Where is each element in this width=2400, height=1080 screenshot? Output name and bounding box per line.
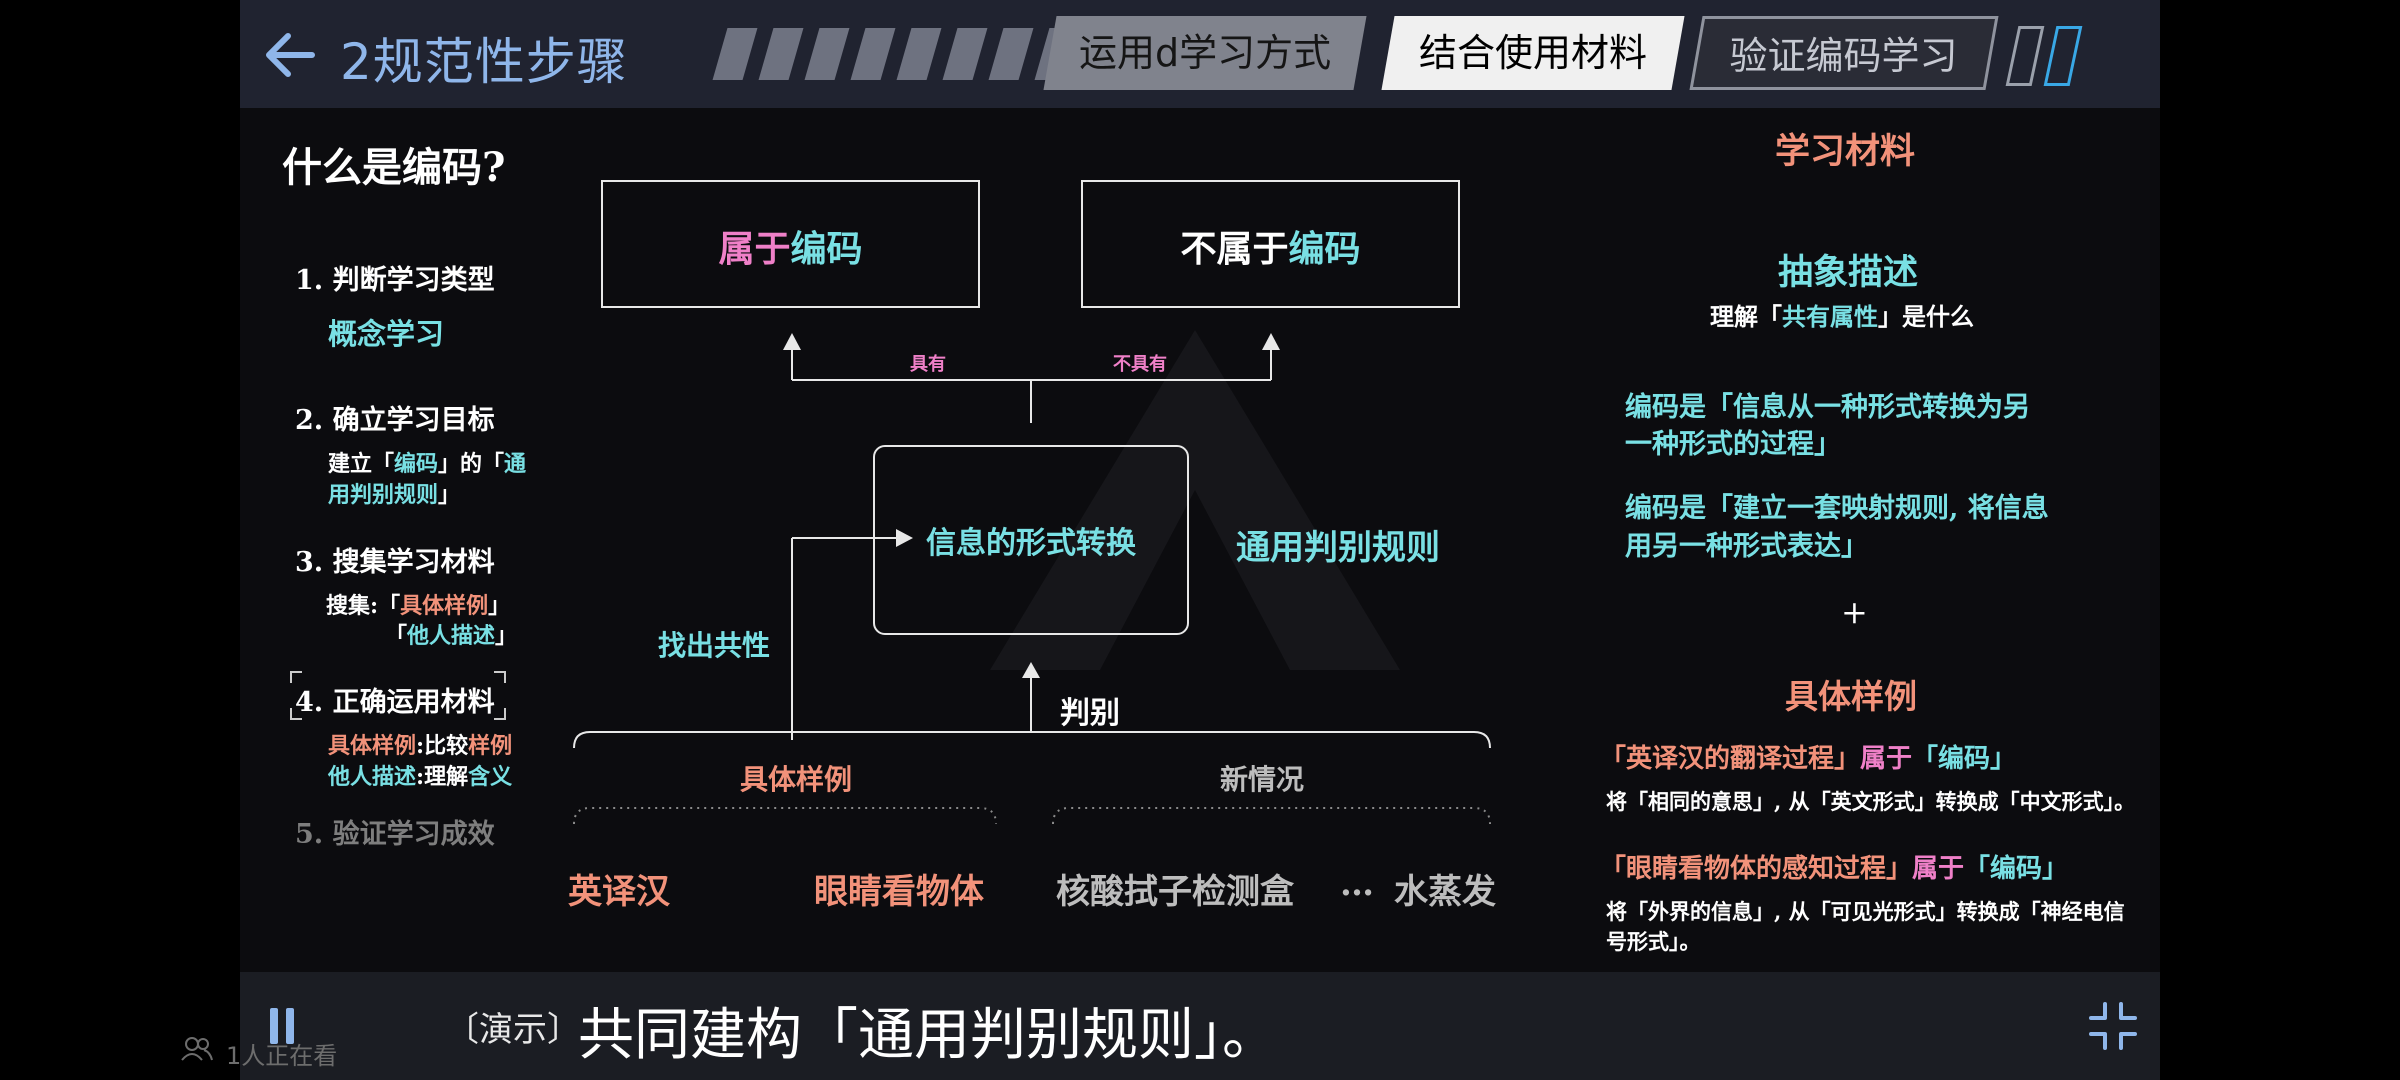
materials-heading: 学习材料 (1775, 131, 1916, 172)
example-2-desc-line1: 将「外界的信息」, 从「可见光形式」转换成「神经电信 (1606, 899, 2125, 924)
has-not-label: 不具有 (1113, 354, 1167, 375)
bracket-br (494, 708, 506, 720)
caption-text: 共同建构「通用判别规则」。 (578, 1003, 1278, 1068)
definition-2-line2: 用另一种形式表达」 (1625, 531, 1868, 562)
center-box-label: 信息的形式转换 (926, 526, 1136, 561)
judge-label: 判别 (1060, 696, 1120, 731)
bracket-tr (494, 671, 506, 683)
watermark-logo (990, 330, 1400, 670)
page-title: 2规范性步骤 (340, 33, 628, 91)
viewers-icon (181, 1037, 213, 1061)
abstract-heading: 抽象描述 (1778, 252, 1919, 293)
step-2-sub-line2: 用判别规则」 (328, 482, 461, 508)
collapse-icon[interactable] (2085, 998, 2141, 1054)
definition-2-line1: 编码是「建立一套映射规则, 将信息 (1625, 493, 2049, 524)
caption-tag: 〔演示〕 (445, 1010, 581, 1050)
step-2: 2. 确立学习目标 (295, 405, 495, 436)
not-belongs-box (1081, 180, 1460, 308)
example-2-title: 「眼睛看物体的感知过程」属于「编码」 (1600, 854, 2069, 884)
pause-icon[interactable] (268, 1006, 296, 1046)
step-4-sub-line2: 他人描述:理解含义 (328, 764, 513, 790)
bottom-bar: 〔演示〕 共同建构「通用判别规则」。 (240, 972, 2160, 1080)
definition-1-line2: 一种形式的过程」 (1625, 429, 1841, 460)
viewers-count: 1人正在看 (226, 1042, 338, 1070)
example-1-desc: 将「相同的意思」, 从「英文形式」转换成「中文形式」。 (1606, 789, 2136, 814)
belongs-label: 属于编码 (718, 228, 863, 270)
example-1-title: 「英译汉的翻译过程」属于「编码」 (1600, 744, 2017, 774)
new-case-ellipsis: … (1340, 864, 1374, 904)
center-box (873, 445, 1189, 635)
step-3-sub: 搜集:「具体样例」 (326, 593, 511, 619)
back-arrow-icon[interactable] (262, 30, 318, 80)
definition-1-line1: 编码是「信息从一种形式转换为另 (1625, 392, 2030, 423)
step-4-sub: 具体样例:比较样例 (328, 733, 513, 759)
top-bar: 2规范性步骤 运用d学习方式 结合使用材料 验证编码学习 (240, 0, 2160, 108)
step-1: 1. 判断学习类型 (295, 265, 495, 296)
examples-label: 具体样例 (740, 763, 853, 796)
abstract-sub: 理解「共有属性」是什么 (1710, 302, 1974, 331)
step-5: 5. 验证学习成效 (295, 819, 495, 850)
example-2-desc-line2: 号形式」。 (1606, 929, 1701, 954)
bracket-bl (290, 708, 302, 720)
rule-label: 通用判别规则 (1236, 528, 1440, 568)
example-eyes: 眼睛看物体 (814, 872, 984, 912)
find-common-label: 找出共性 (658, 629, 771, 662)
new-case-evaporation: 水蒸发 (1394, 872, 1496, 912)
belongs-box (601, 180, 980, 308)
step-2-sub: 建立「编码」的「通 (328, 451, 527, 477)
diagram-connectors (573, 333, 1491, 825)
new-cases-label: 新情况 (1220, 763, 1305, 796)
not-belongs-label: 不属于编码 (1180, 228, 1361, 270)
step-3: 3. 搜集学习材料 (295, 547, 495, 578)
step-4: 4. 正确运用材料 (295, 687, 495, 718)
example-translate: 英译汉 (568, 872, 670, 912)
left-heading: 什么是编码? (282, 144, 506, 191)
new-case-test-kit: 核酸拭子检测盒 (1056, 872, 1294, 912)
step-1-sub: 概念学习 (328, 317, 445, 351)
has-label: 具有 (910, 354, 946, 375)
plus-sign: + (1841, 593, 1868, 631)
stage: 2规范性步骤 运用d学习方式 结合使用材料 验证编码学习 什么是编码? 1. 判… (240, 0, 2160, 1080)
examples-heading: 具体样例 (1785, 677, 1917, 716)
step-3-sub-line2: 「他人描述」 (385, 623, 518, 649)
bracket-tl (290, 671, 302, 683)
